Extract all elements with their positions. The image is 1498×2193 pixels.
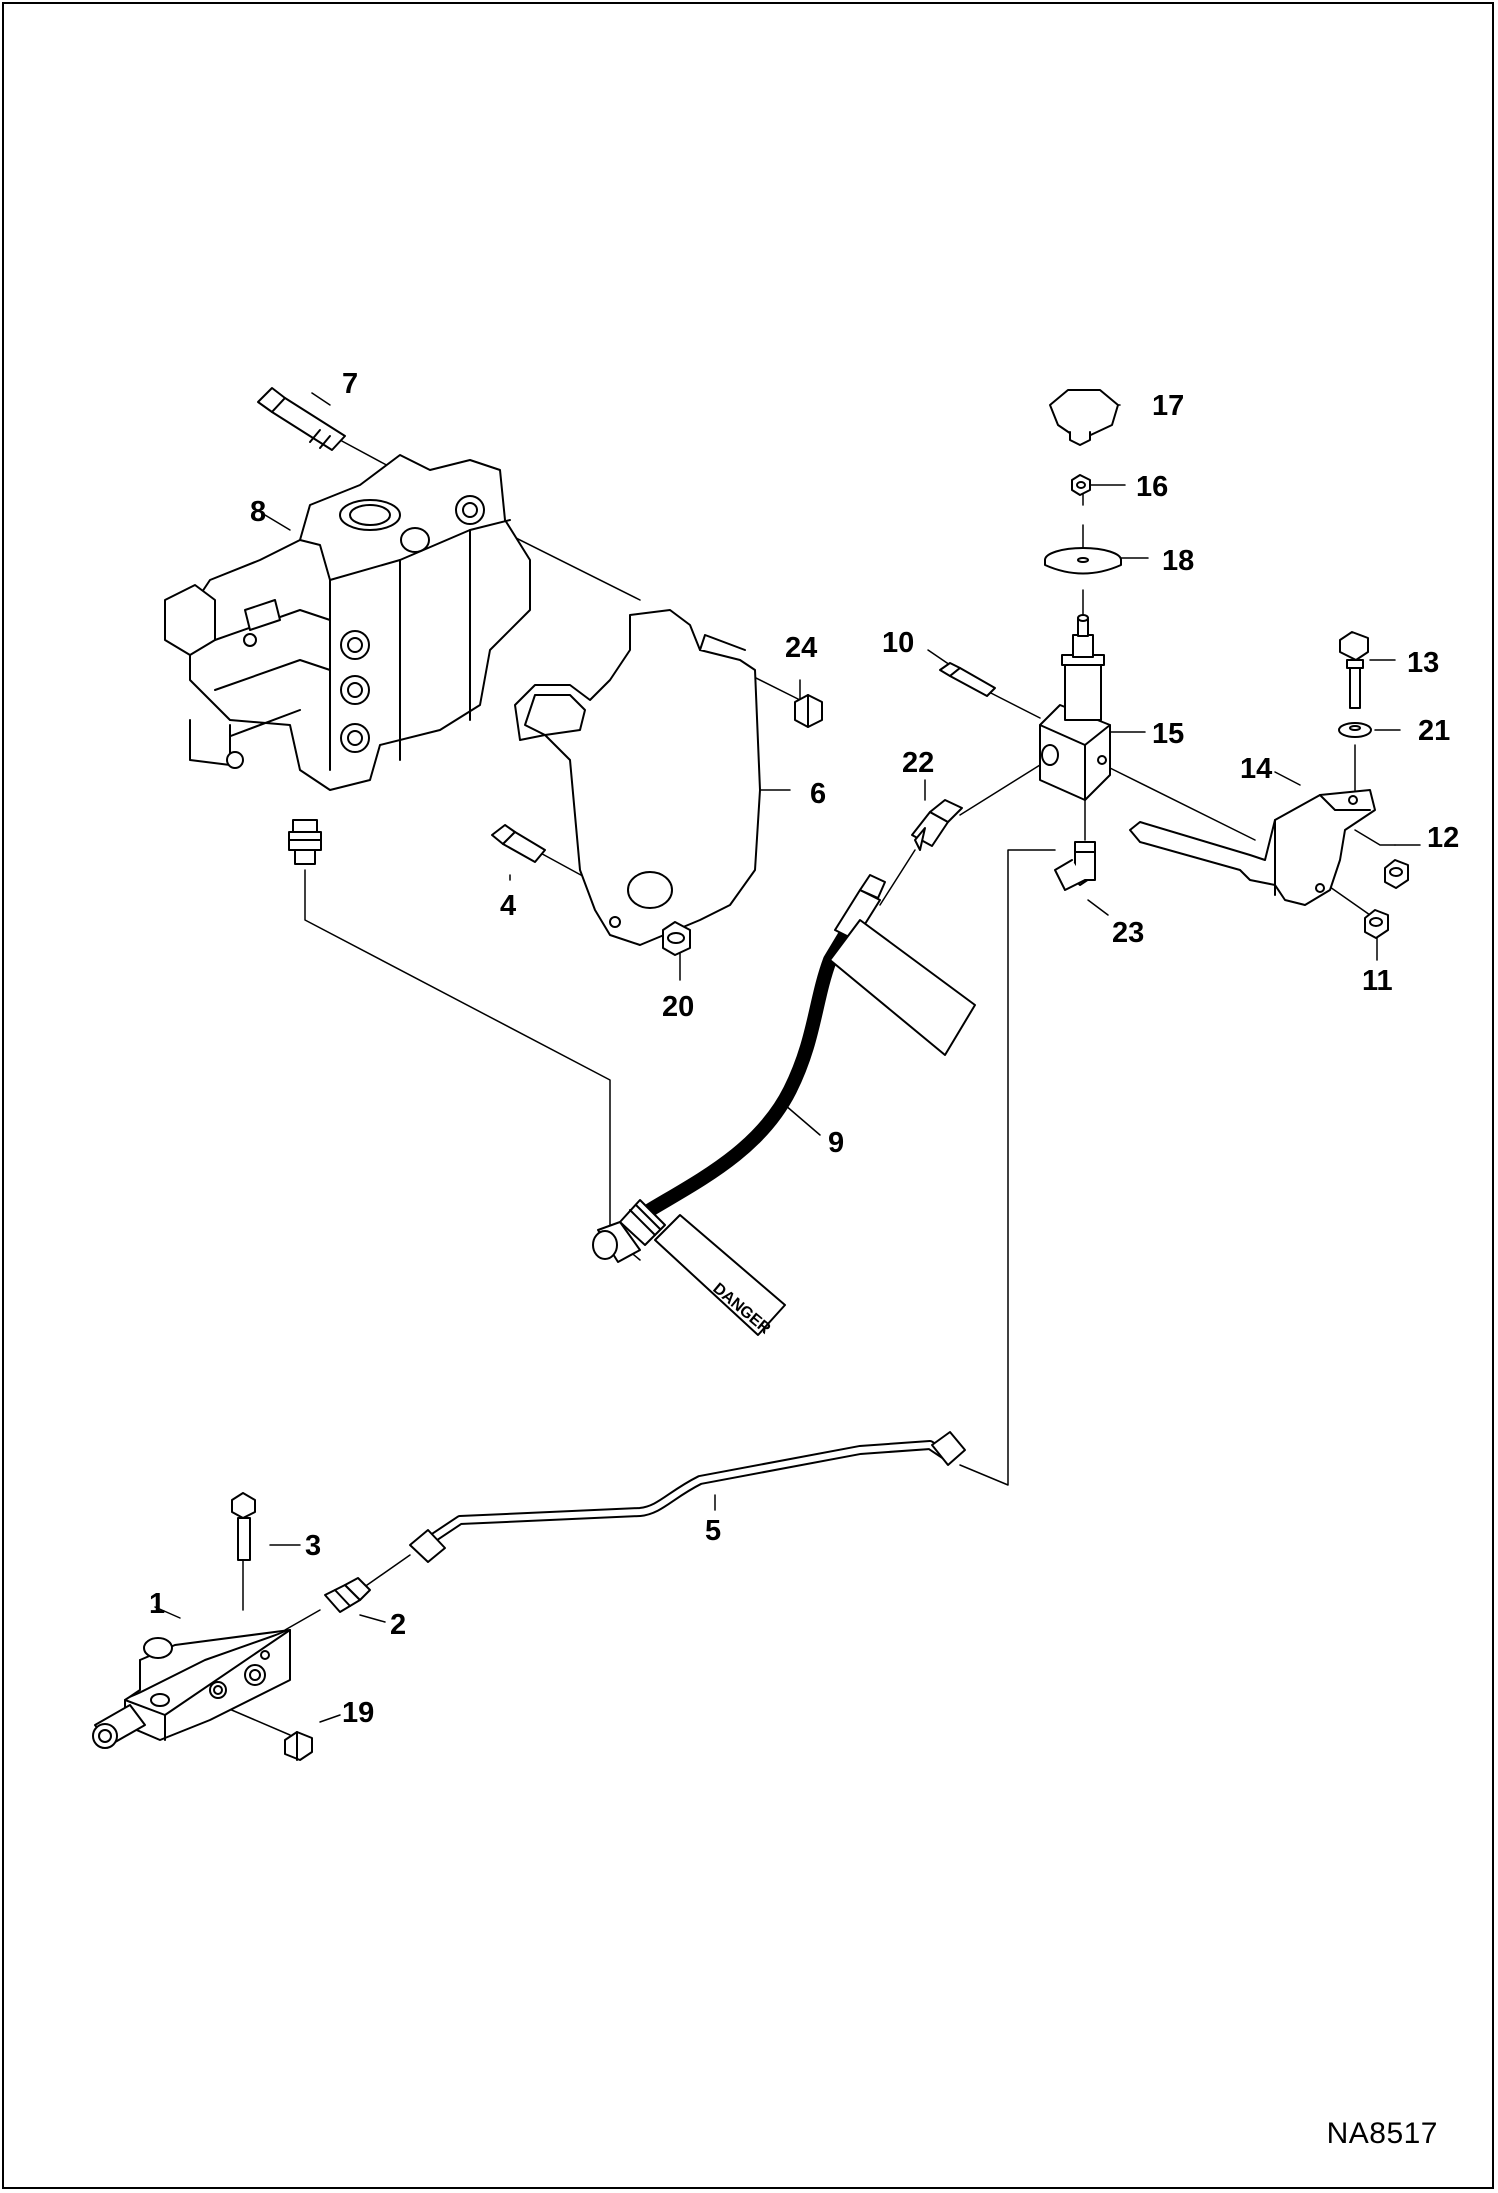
washer-21-icon xyxy=(1338,722,1372,738)
plug-19-icon xyxy=(284,1731,313,1761)
callout-4: 4 xyxy=(500,890,516,922)
nut-20-icon xyxy=(662,921,691,956)
bolt-10-icon xyxy=(939,662,996,697)
drawing-number: NA8517 xyxy=(1326,2117,1438,2150)
nut-24-icon xyxy=(794,694,823,728)
callout-16: 16 xyxy=(1136,471,1168,503)
callout-6: 6 xyxy=(810,778,826,810)
callout-11: 11 xyxy=(1362,965,1393,997)
elbow-23-icon xyxy=(1054,841,1096,891)
hose-9-icon: DANGER xyxy=(592,874,976,1338)
callout-23: 23 xyxy=(1112,917,1144,949)
callout-17: 17 xyxy=(1152,390,1184,422)
callout-10: 10 xyxy=(882,627,914,659)
bolt-3-icon xyxy=(231,1492,256,1561)
callout-20: 20 xyxy=(662,991,694,1023)
callout-14: 14 xyxy=(1240,753,1272,785)
nut-12-icon xyxy=(1384,859,1409,889)
cap-17-icon xyxy=(1049,389,1119,446)
callout-5: 5 xyxy=(705,1515,721,1547)
valve-fitting-icon xyxy=(288,819,322,865)
nut-11-icon xyxy=(1364,909,1389,939)
callout-ticks xyxy=(154,392,1421,1723)
bolt-7-icon xyxy=(257,387,346,451)
callout-labels: 1 2 3 4 5 6 7 8 9 10 11 12 13 14 15 16 1… xyxy=(149,368,1459,1729)
callout-12: 12 xyxy=(1427,822,1459,854)
fitting-22-icon xyxy=(911,799,963,851)
callout-21: 21 xyxy=(1418,715,1450,747)
callout-18: 18 xyxy=(1162,545,1194,577)
bracket-14-icon xyxy=(1129,789,1376,906)
relief-block-15-icon xyxy=(1039,614,1111,801)
callout-3: 3 xyxy=(305,1530,321,1562)
tube-5-icon xyxy=(409,1431,966,1563)
callout-15: 15 xyxy=(1152,718,1184,750)
washer-18-icon xyxy=(1044,547,1122,575)
control-valve-8-icon xyxy=(164,454,531,791)
callout-22: 22 xyxy=(902,747,934,779)
callout-19: 19 xyxy=(342,1697,374,1729)
fitting-2-icon xyxy=(324,1577,371,1613)
bolt-4-icon xyxy=(491,824,546,863)
bolt-13-icon xyxy=(1339,631,1369,709)
callout-7: 7 xyxy=(342,368,358,400)
cover-plate-6-icon xyxy=(514,609,761,946)
callout-2: 2 xyxy=(390,1609,406,1641)
callout-13: 13 xyxy=(1407,647,1439,679)
valve-block-1-icon xyxy=(92,1629,291,1749)
callout-8: 8 xyxy=(250,496,266,528)
nut-16-icon xyxy=(1071,474,1091,496)
callout-24: 24 xyxy=(785,632,817,664)
callout-9: 9 xyxy=(828,1127,844,1159)
callout-1: 1 xyxy=(149,1588,165,1620)
